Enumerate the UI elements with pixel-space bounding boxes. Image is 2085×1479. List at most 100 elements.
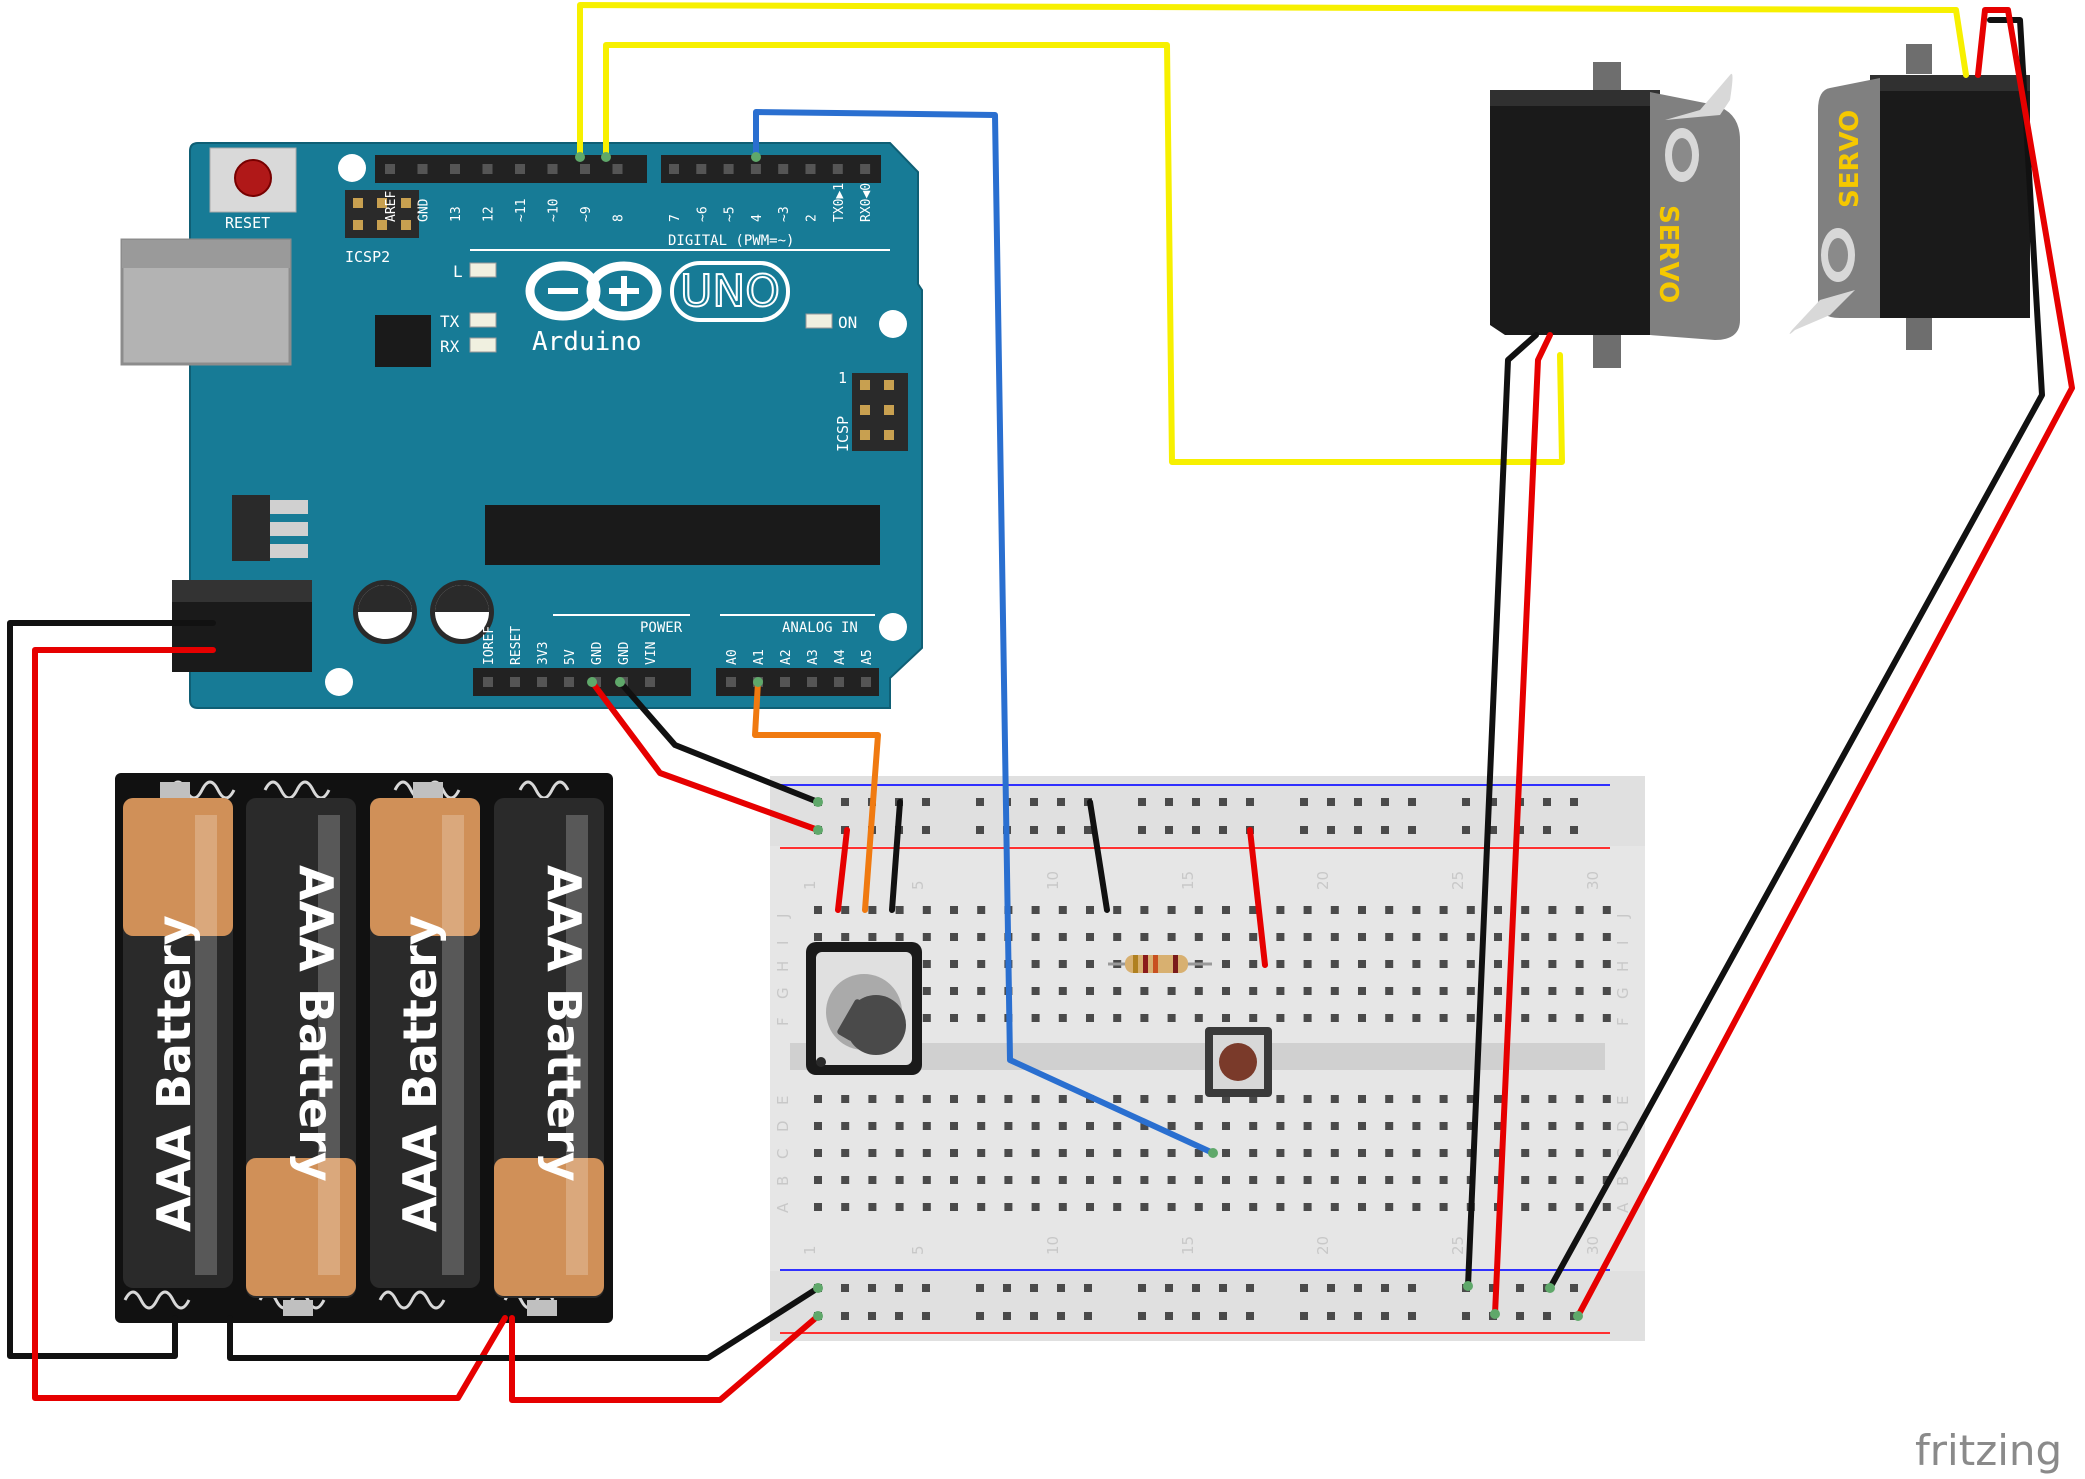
column-number: 5 (909, 880, 927, 890)
breadboard-hole (1330, 933, 1339, 941)
breadboard-hole (1249, 960, 1258, 968)
breadboard-hole (1249, 1095, 1258, 1103)
breadboard-hole (1385, 906, 1394, 914)
breadboard-hole (977, 906, 986, 914)
header-pin (417, 164, 428, 174)
rail-hole (1516, 1284, 1524, 1292)
breadboard-hole (977, 960, 986, 968)
breadboard-hole (1249, 1014, 1258, 1022)
rail-hole (922, 826, 930, 834)
breadboard-hole (1276, 1014, 1285, 1022)
rail-hole (1030, 798, 1038, 806)
servo2-vcc-wire (1575, 7, 2075, 1319)
mounting-hole (879, 613, 907, 641)
breadboard-hole (1521, 1149, 1530, 1157)
breadboard-hole (1385, 960, 1394, 968)
header-pin (750, 164, 761, 174)
header-pin (450, 164, 460, 174)
mounting-hole (338, 154, 366, 182)
breadboard-hole (895, 1149, 904, 1157)
column-number: 25 (1449, 871, 1467, 890)
breadboard-hole (1575, 960, 1584, 968)
rail-hole (1084, 826, 1092, 834)
column-number: 15 (1179, 1236, 1197, 1255)
rail-hole (841, 1284, 849, 1292)
row-letter: F (774, 1017, 792, 1026)
rail-hole (1408, 826, 1416, 834)
arduino-infinity-logo (525, 261, 662, 321)
pin-label: A2 (779, 649, 794, 665)
breadboard-hole (895, 1122, 904, 1130)
column-number: 5 (909, 1245, 927, 1255)
battery-label: AAA Battery (537, 865, 591, 1182)
rail-hole (1300, 798, 1308, 806)
row-letter: B (774, 1176, 792, 1186)
rail-hole (841, 1312, 849, 1320)
breadboard-hole (1031, 987, 1040, 995)
push-button[interactable] (1205, 1027, 1272, 1097)
header-pin (537, 677, 547, 687)
breadboard-hole (1330, 906, 1339, 914)
header-pin (832, 164, 843, 174)
breadboard-hole (1439, 987, 1448, 995)
breadboard-hole (1249, 987, 1258, 995)
breadboard-hole (1439, 1095, 1448, 1103)
rail-hole (922, 798, 930, 806)
breadboard-hole (1140, 987, 1149, 995)
breadboard-hole (1249, 906, 1258, 914)
header-pin (778, 164, 789, 174)
row-letter: D (774, 1120, 792, 1132)
breadboard-hole (895, 933, 904, 941)
rail-hole (1489, 1284, 1497, 1292)
breadboard-hole (1548, 960, 1557, 968)
rail-hole (1057, 1312, 1065, 1320)
battery-vcc-wire (32, 647, 508, 1401)
battery-label: AAA Battery (289, 865, 343, 1182)
breadboard-hole (841, 933, 850, 941)
pin-label: A3 (806, 649, 821, 665)
breadboard-hole (841, 1176, 850, 1184)
led-rx (469, 337, 497, 353)
aaa-battery: AAA Battery (246, 798, 356, 1316)
rail-hole (868, 1284, 876, 1292)
breadboard-hole (1548, 933, 1557, 941)
breadboard-hole (1086, 960, 1094, 968)
breadboard-hole (868, 1122, 877, 1130)
breadboard-hole (1222, 987, 1230, 995)
arduino-brand: Arduino (532, 327, 642, 357)
rail-hole (1543, 826, 1551, 834)
row-letter: E (1614, 1096, 1632, 1105)
gnd-wire (617, 679, 821, 805)
breadboard-hole (950, 933, 958, 941)
jumper-wire (1247, 827, 1268, 968)
potentiometer[interactable] (806, 942, 922, 1075)
breadboard-hole (1548, 1149, 1557, 1157)
reset-button[interactable] (209, 147, 297, 213)
breadboard-hole (922, 933, 931, 941)
breadboard-column-numbers-top: 1 5 10 15 20 25 30 (801, 871, 1602, 890)
breadboard-hole (1358, 1149, 1366, 1157)
breadboard-hole (1466, 987, 1475, 995)
breadboard-hole (1385, 933, 1394, 941)
breadboard-hole (1412, 960, 1421, 968)
rail-hole (1219, 1312, 1227, 1320)
reset-label: RESET (225, 214, 270, 232)
breadboard-hole (1575, 933, 1584, 941)
breadboard-hole (1521, 1014, 1530, 1022)
header-pin (723, 164, 734, 174)
rail-hole (1219, 798, 1227, 806)
row-letter: H (774, 961, 792, 972)
breadboard-hole (895, 1095, 904, 1103)
breadboard-hole (1276, 1149, 1285, 1157)
resistor (1108, 955, 1212, 973)
breadboard-hole (1194, 933, 1203, 941)
pin-label: ~11 (514, 199, 529, 222)
breadboard-hole (1194, 1095, 1203, 1103)
breadboard-hole (1222, 1203, 1230, 1211)
breadboard-hole (1140, 906, 1149, 914)
rail-hole (1408, 1284, 1416, 1292)
breadboard-hole (1194, 1203, 1203, 1211)
icsp2-label: ICSP2 (345, 248, 390, 266)
breadboard-hole (1086, 1122, 1094, 1130)
aaa-battery: AAA Battery (370, 782, 480, 1288)
